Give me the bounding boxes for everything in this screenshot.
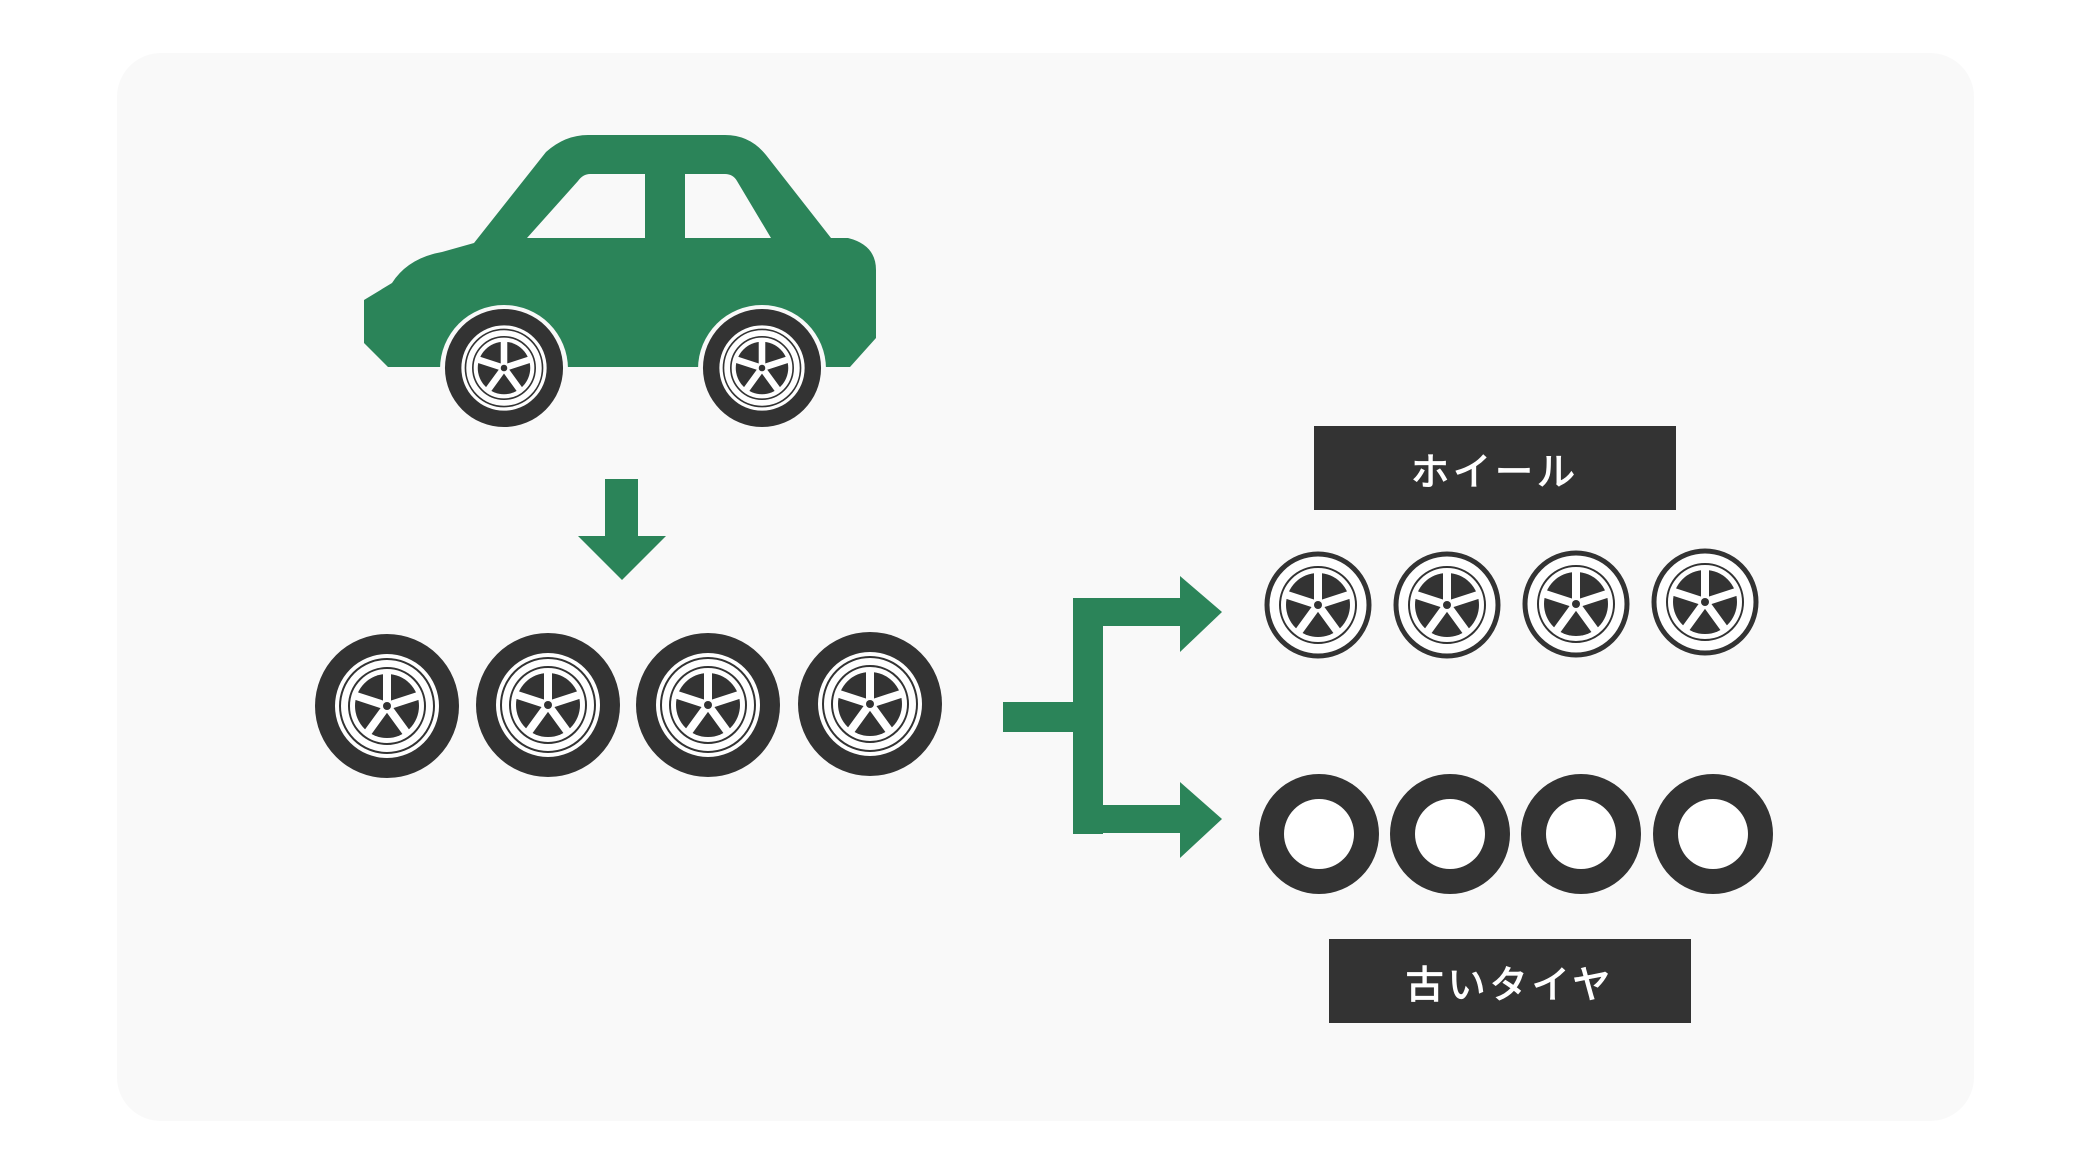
old-tires-label: 古いタイヤ — [1329, 939, 1691, 1023]
wheel-label: ホイール — [1314, 426, 1676, 510]
wheel-icon — [1654, 551, 1756, 653]
old-tire-icon — [1653, 774, 1773, 894]
wheel-icon — [1525, 553, 1627, 655]
tire-with-wheel-icon — [476, 633, 620, 777]
car-icon — [350, 135, 890, 433]
wheel-icon — [1396, 554, 1498, 656]
old-tire-icon — [1390, 774, 1510, 894]
tire-with-wheel-icon — [315, 634, 459, 778]
tire-with-wheel-icon — [798, 632, 942, 776]
wheel-icon — [1267, 554, 1369, 656]
tire-with-wheel-icon — [636, 633, 780, 777]
old-tire-icon — [1259, 774, 1379, 894]
split-arrow-icon — [1003, 576, 1222, 858]
old-tire-icon — [1521, 774, 1641, 894]
down-arrow-icon — [578, 479, 666, 580]
